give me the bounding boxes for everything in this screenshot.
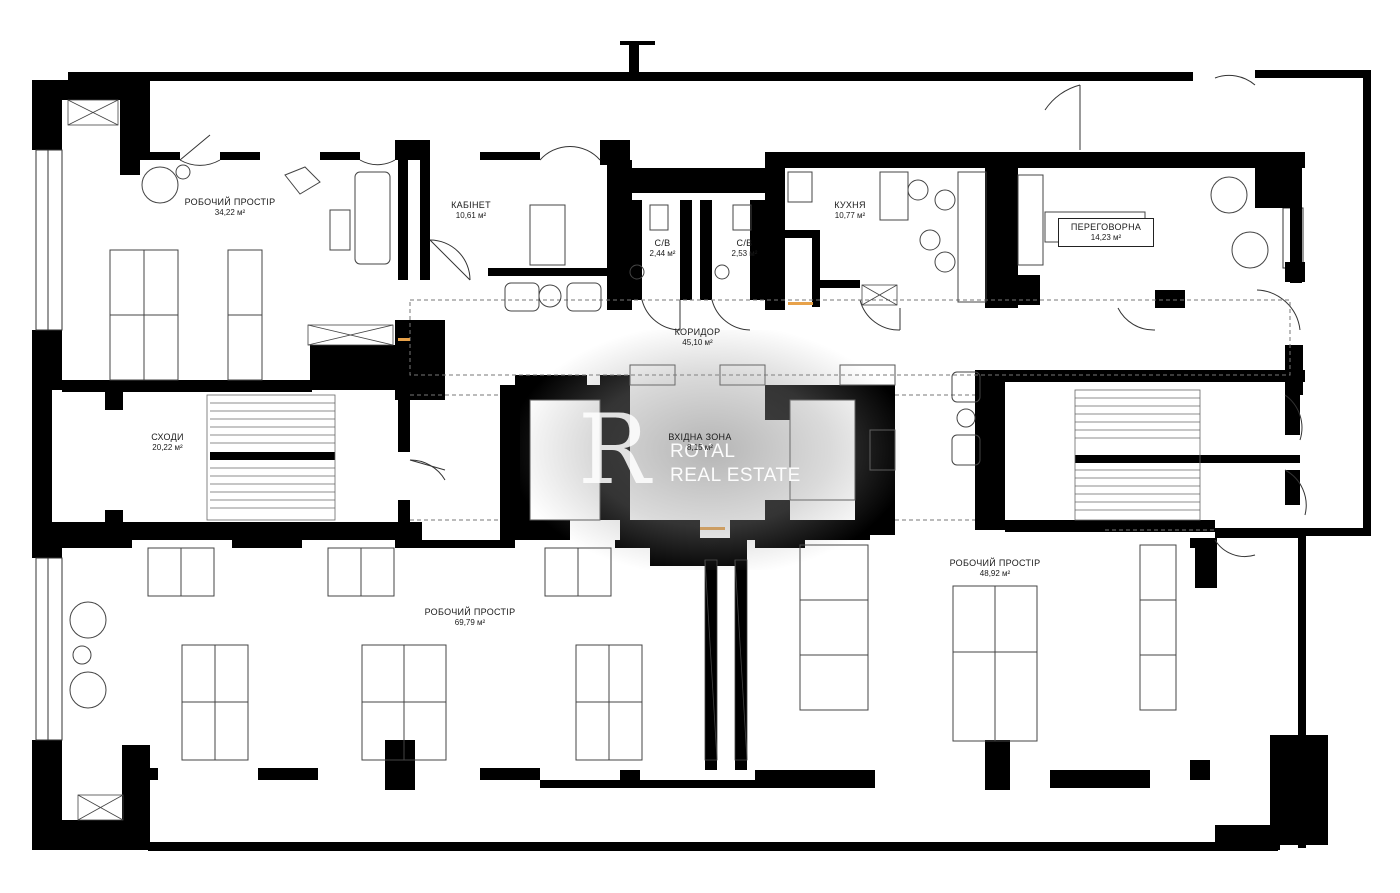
shafts [67, 99, 898, 821]
room-area: 45,10 м² [682, 338, 713, 348]
room-name: КУХНЯ [834, 200, 866, 210]
room-label-wc-2: С/В 2,53 м² [722, 238, 767, 259]
room-name: ПЕРЕГОВОРНА [1070, 222, 1142, 232]
room-name: РОБОЧИЙ ПРОСТІР [424, 607, 516, 617]
doors [179, 74, 1307, 558]
room-area: 48,92 м² [979, 569, 1011, 579]
room-area: 2,44 м² [649, 249, 676, 259]
watermark-line1: ROYAL [670, 441, 736, 462]
stairs-right [1074, 389, 1201, 521]
room-name: КОРИДОР [674, 327, 721, 337]
room-name: РОБОЧИЙ ПРОСТІР [949, 558, 1041, 568]
room-name: СХОДИ [151, 432, 184, 442]
room-area: 69,79 м² [454, 618, 486, 628]
furniture [69, 164, 1269, 761]
room-label-wc-1: С/В 2,44 м² [640, 238, 685, 259]
room-label-kitchen: КУХНЯ 10,77 м² [820, 200, 880, 221]
stairs-left [206, 394, 336, 521]
room-label-office: КАБІНЕТ 10,61 м² [436, 200, 506, 221]
royal-logo-icon: R [578, 394, 651, 506]
room-label-workspace-2: РОБОЧИЙ ПРОСТІР 69,79 м² [415, 607, 525, 628]
room-name: ВХІДНА ЗОНА [668, 432, 732, 442]
room-label-entrance: ВХІДНА ЗОНА 8,15 м² [660, 432, 740, 453]
room-name: С/В [736, 238, 753, 248]
room-area: 20,22 м² [152, 443, 183, 453]
room-area: 8,15 м² [687, 443, 713, 453]
room-label-corridor: КОРИДОР 45,10 м² [660, 327, 735, 348]
room-area: 2,53 м² [731, 249, 758, 259]
windows [35, 149, 1304, 741]
watermark-line2: REAL ESTATE [670, 465, 801, 486]
outer-walls [32, 41, 1371, 851]
room-label-workspace-3: РОБОЧИЙ ПРОСТІР 48,92 м² [940, 558, 1050, 579]
watermark-text: ROYAL REAL ESTATE [670, 440, 801, 488]
room-area: 34,22 м² [214, 208, 246, 218]
room-area: 10,61 м² [455, 211, 487, 221]
room-name: КАБІНЕТ [451, 200, 491, 210]
room-label-stairs: СХОДИ 20,22 м² [135, 432, 200, 453]
room-area: 10,77 м² [834, 211, 866, 221]
room-name: РОБОЧИЙ ПРОСТІР [184, 197, 276, 207]
room-label-workspace-1: РОБОЧИЙ ПРОСТІР 34,22 м² [175, 197, 285, 218]
room-name: С/В [654, 238, 671, 248]
room-area: 14,23 м² [1090, 233, 1122, 243]
corridor-lines [409, 299, 1291, 531]
room-label-meeting: ПЕРЕГОВОРНА 14,23 м² [1058, 218, 1154, 248]
